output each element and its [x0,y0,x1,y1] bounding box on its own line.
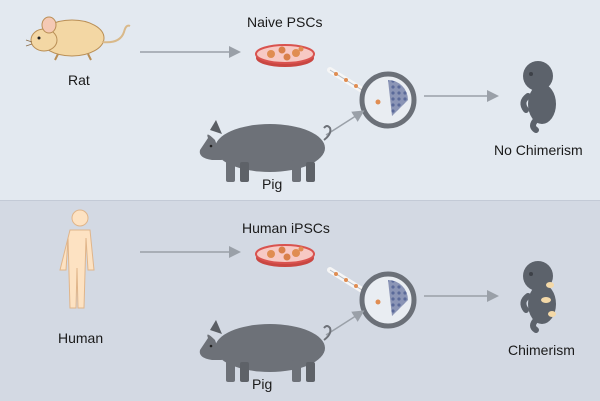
no-chimerism-label: No Chimerism [494,142,583,158]
fetus-no-chimerism [520,61,556,133]
chimera-patch [548,311,556,317]
human-illustration [59,209,95,309]
injection-blastocyst-top [330,70,414,126]
human-ipscs-label: Human iPSCs [242,220,330,236]
petri-dish-naive-pscs [255,44,315,68]
rat-illustration [25,16,131,61]
pig-label-top: Pig [262,176,283,192]
pig-illustration-bottom [198,319,332,383]
petri-dish-human-ipscs [255,244,315,268]
arrow-pig-to-embryo-bottom [325,310,365,336]
chimera-patch [541,297,551,303]
rat-label: Rat [68,72,90,88]
human-label: Human [58,330,104,346]
pig-label-bottom: Pig [252,376,273,392]
chimerism-label: Chimerism [508,342,575,358]
injection-blastocyst-bottom [330,270,414,326]
arrow-pig-to-embryo-top [325,110,365,136]
pig-illustration-top [198,119,332,183]
fetus-chimerism [520,261,556,333]
chimera-patch [546,282,554,288]
naive-pscs-label: Naive PSCs [247,14,323,30]
